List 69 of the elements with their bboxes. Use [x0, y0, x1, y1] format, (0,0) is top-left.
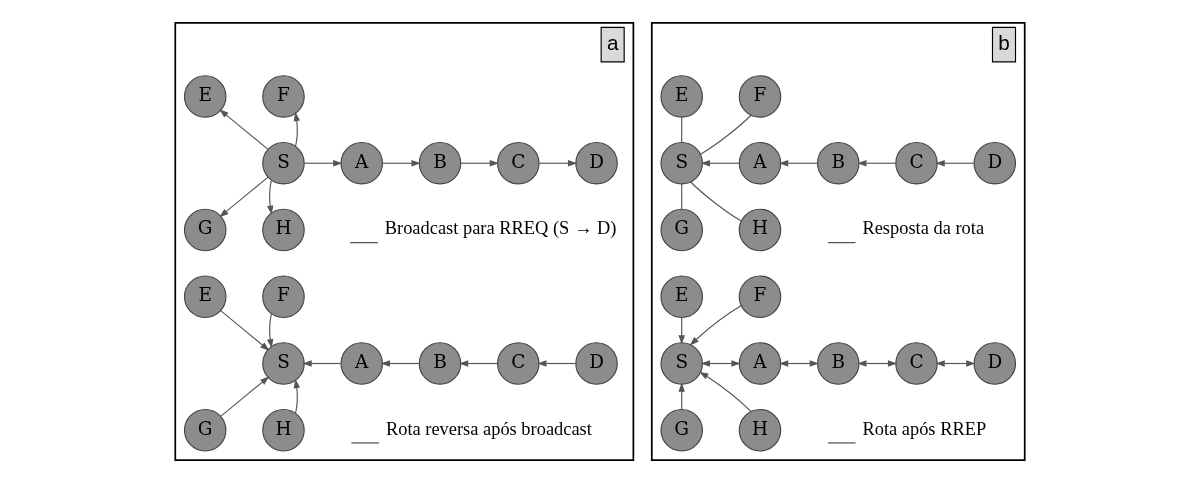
arrow: [536, 359, 576, 367]
legend-label: Rota após RREP: [861, 418, 986, 439]
arrow: [381, 159, 421, 166]
arrow: [700, 159, 739, 166]
node-circle: A: [738, 341, 781, 385]
arrow: [218, 176, 269, 217]
node-circle: S: [659, 141, 703, 185]
node-circle: D: [973, 141, 1016, 185]
node-circle: D: [574, 141, 618, 185]
node-circle: F: [738, 74, 781, 118]
arrow: [293, 111, 300, 147]
arrow: [266, 312, 273, 348]
arrow: [218, 108, 269, 150]
node-circle: H: [261, 208, 305, 251]
node-circle: G: [183, 408, 226, 452]
node-circle: S: [659, 341, 703, 385]
node-circle: A: [339, 141, 383, 185]
node-circle: D: [574, 341, 618, 385]
arrow: [293, 378, 300, 414]
arrow: [856, 159, 896, 166]
node-circle: B: [418, 341, 461, 385]
node-circle: F: [738, 274, 781, 318]
node-circle: E: [183, 274, 226, 318]
legend-label: Broadcast para RREQ (S → D): [384, 217, 616, 238]
node-circle: E: [659, 274, 703, 318]
arrow: [689, 304, 742, 346]
node-circle: F: [261, 274, 305, 318]
node-circle: B: [816, 141, 860, 185]
arrow: [698, 371, 751, 412]
arrow: [459, 159, 499, 166]
connector: [680, 183, 682, 210]
arrow: [219, 309, 269, 351]
node-circle: A: [339, 341, 383, 385]
arrow: [778, 159, 818, 166]
connector: [699, 114, 752, 155]
arrow: [538, 159, 577, 166]
arrow: [303, 159, 342, 166]
node-circle: F: [261, 74, 305, 118]
node-circle: B: [418, 141, 461, 185]
legend-label: Resposta da rota: [861, 217, 984, 238]
arrow: [380, 359, 419, 367]
node-circle: G: [659, 208, 703, 251]
node-circle: H: [738, 208, 781, 251]
arrow: [678, 382, 685, 410]
node-circle: A: [738, 141, 781, 185]
connector: [680, 116, 682, 143]
arrow: [700, 359, 741, 367]
arrow: [678, 316, 685, 345]
node-circle: B: [816, 341, 860, 385]
arrow: [935, 159, 974, 166]
node-circle: C: [894, 341, 938, 385]
node-circle: C: [496, 141, 540, 185]
node-circle: C: [496, 341, 540, 385]
arrow: [458, 359, 498, 367]
node-circle: H: [261, 408, 305, 452]
node-circle: S: [261, 141, 305, 185]
arrow: [302, 359, 341, 367]
node-circle: C: [894, 141, 938, 185]
arrow: [266, 179, 273, 215]
arrow: [778, 359, 819, 367]
legend-label: Rota reversa após broadcast: [385, 418, 592, 439]
node-circle: E: [659, 74, 703, 118]
node-circle: H: [738, 408, 781, 452]
node-circle: G: [659, 408, 703, 452]
arrow: [219, 375, 269, 417]
arrow: [856, 359, 897, 367]
connector: [689, 180, 741, 221]
arrow: [935, 359, 975, 367]
node-circle: D: [973, 341, 1016, 385]
